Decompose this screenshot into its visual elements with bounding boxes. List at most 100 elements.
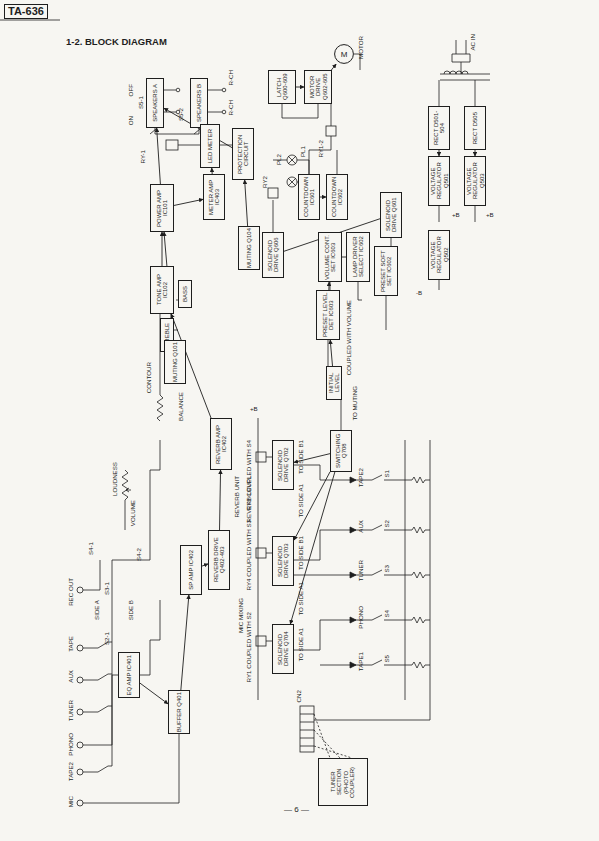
- node-text-group: SWITCHING Q708: [335, 431, 348, 471]
- node-text: SOLENOID DRIVE Q606: [267, 233, 280, 277]
- part-label: RY-1: [140, 150, 146, 163]
- node-text: PRESET LEVEL DET IC603: [322, 291, 335, 339]
- signal-connector: [181, 595, 189, 690]
- node-text-group: LAMP DRIVER SELECT IC602: [352, 233, 365, 281]
- part-label: AC IN: [470, 34, 476, 51]
- node-text: SOLENOID DRIVE Q704: [277, 625, 290, 673]
- part-label: RY4 COUPLED WITH S3: [246, 520, 252, 590]
- part-label: SIDE A: [94, 600, 100, 620]
- signal-connector: [290, 472, 335, 624]
- part-label: S5: [384, 655, 390, 663]
- part-label: PHONO: [68, 733, 74, 756]
- relay: [268, 188, 278, 198]
- diode: [350, 477, 356, 668]
- block-box: TONE AMP IC102: [150, 266, 174, 314]
- connector-pins: [300, 714, 314, 746]
- part-label: S4-2: [136, 548, 142, 561]
- part-label: TAPE: [68, 636, 74, 652]
- part-label: REVERB UNIT: [234, 476, 240, 518]
- node-text-group: SPEAKERS A: [152, 84, 158, 122]
- signal-connector: [328, 282, 329, 290]
- jack: [77, 769, 83, 775]
- node-text-group: SOLENOID DRIVE Q601: [385, 193, 398, 237]
- block-box: RECT D501-504: [428, 106, 450, 150]
- switch-bus: [314, 440, 430, 720]
- part-label: MIC: [68, 796, 74, 807]
- part-label: S5-2: [178, 108, 184, 121]
- part-label: LOUDNESS: [112, 462, 118, 496]
- relay: [256, 548, 266, 558]
- connector: [300, 706, 314, 752]
- node-text-group: REVERB AMP IC402: [215, 419, 228, 469]
- part-label: SIDE B: [128, 600, 134, 620]
- transformer: [439, 71, 490, 106]
- block-box: INITIAL LEVEL: [326, 366, 342, 400]
- block-box: LATCH Q600-609: [268, 70, 296, 104]
- block-box: SOLENOID DRIVE Q703: [272, 536, 294, 586]
- node-text-group: VOLTAGE REGULATOR Q501: [430, 157, 449, 205]
- block-box: COUNTDOWN IC601: [298, 174, 320, 220]
- part-label: TAPE1: [358, 652, 364, 671]
- coupler-link: [314, 714, 352, 758]
- node-text: METER AMP IC403: [208, 175, 221, 219]
- part-label: PL2: [276, 154, 282, 165]
- block-box: MUTING Q104: [238, 226, 260, 270]
- relay: [256, 636, 266, 646]
- block-box: SWITCHING Q708: [330, 430, 352, 472]
- node-text: SPEAKERS B: [196, 84, 202, 122]
- signal-connector: [330, 340, 332, 366]
- part-label: RY1 COUPLED WITH S2: [246, 612, 252, 682]
- node-text-group: PRESET SOFT SET IC602: [380, 247, 393, 295]
- relay: [326, 126, 336, 136]
- part-label: TO SIDE B1: [298, 440, 304, 474]
- part-label: VOLUME: [130, 500, 136, 526]
- part-label: TAPE2: [358, 468, 364, 487]
- part-label: TO MUTING: [352, 386, 358, 421]
- part-label: S4: [384, 610, 390, 618]
- node-text-group: M: [341, 50, 348, 59]
- block-box: COUNTDOWN IC602: [326, 174, 348, 220]
- block-box: SOLENOID DRIVE Q601: [380, 192, 402, 238]
- control-wire: [282, 54, 391, 366]
- part-label: TO SIDE A1: [298, 582, 304, 616]
- node-text-group: RECT D505: [472, 112, 478, 144]
- node-text-group: POWER AMP IC101: [156, 185, 169, 231]
- relay: [166, 140, 178, 150]
- block-box: SOLENOID DRIVE Q704: [272, 624, 294, 674]
- block-box: LED METER: [200, 124, 220, 168]
- node-text-group: SOLENOID DRIVE Q702: [277, 441, 290, 489]
- part-label: BALANCE: [178, 392, 184, 421]
- node-text: SOLENOID DRIVE Q702: [277, 441, 290, 489]
- node-text: LAMP DRIVER SELECT IC602: [352, 233, 365, 281]
- lamp-cross: [273, 156, 320, 232]
- node-text: BUFFER Q401: [176, 692, 182, 732]
- node-text: VOLUME CONT. SET IC603: [324, 233, 337, 281]
- block-box: POWER AMP IC101: [150, 184, 174, 232]
- block-box: TUNER SECTION (PHOTO COUPLER): [318, 758, 368, 806]
- node-text: MUTING Q101: [172, 342, 178, 382]
- node-text-group: MUTING Q101: [172, 342, 178, 382]
- signal-connector: [162, 232, 163, 266]
- terminal: [176, 88, 180, 92]
- node-text-group: EQ AMP IC401: [126, 655, 132, 696]
- part-label: S4-1: [88, 542, 94, 555]
- button-switch: [340, 475, 430, 668]
- block-box: RECT D505: [464, 106, 486, 150]
- part-label: -B: [416, 290, 422, 296]
- node-text: MUTING Q104: [246, 228, 252, 268]
- node-text-group: MUTING Q104: [246, 228, 252, 268]
- node-text: SWITCHING Q708: [335, 431, 348, 471]
- jack: [77, 742, 83, 748]
- part-label: TAPE2: [68, 762, 74, 781]
- contour-resistor: [150, 300, 180, 520]
- part-label: RY1-2: [318, 140, 324, 157]
- node-text: PRESET SOFT SET IC602: [380, 247, 393, 295]
- header-rule: [0, 20, 60, 21]
- block-box: SPEAKERS B: [190, 78, 208, 128]
- part-label: PL1: [300, 146, 306, 157]
- jack: [77, 800, 83, 806]
- model-number: TA-636: [4, 4, 48, 19]
- node-text-group: SOLENOID DRIVE Q703: [277, 537, 290, 585]
- node-text-group: SOLENOID DRIVE Q606: [267, 233, 280, 277]
